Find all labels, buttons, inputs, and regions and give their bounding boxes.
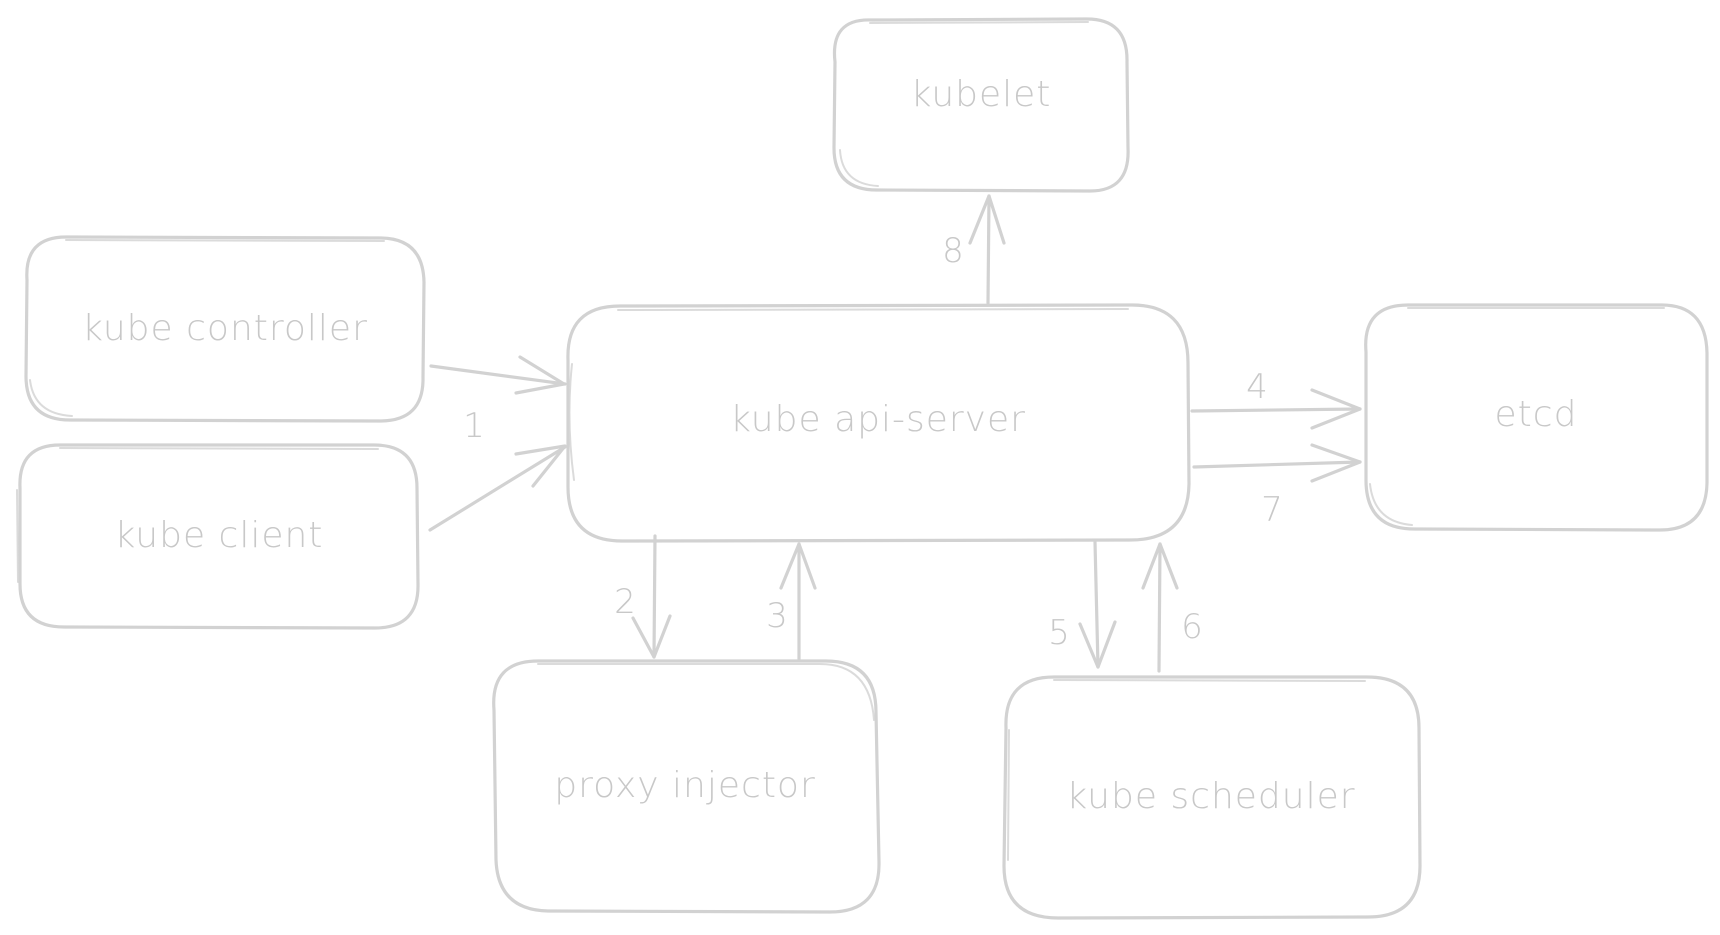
node-kubelet: kubelet bbox=[832, 17, 1130, 193]
node-kube-controller: kube controller bbox=[24, 235, 426, 423]
node-kube-scheduler: kube scheduler bbox=[1002, 675, 1422, 920]
node-etcd: etcd bbox=[1364, 303, 1709, 532]
edge-8-api-to-kubelet bbox=[968, 194, 1006, 305]
kube-client-label: kube client bbox=[115, 515, 324, 556]
edge-label-4: 4 bbox=[1246, 367, 1268, 407]
edge-3-proxy-to-api bbox=[779, 542, 817, 661]
kube-scheduler-label: kube scheduler bbox=[1066, 776, 1355, 817]
edge-label-8: 8 bbox=[942, 231, 964, 271]
edge-5-api-to-scheduler bbox=[1078, 540, 1117, 669]
etcd-label: etcd bbox=[1495, 394, 1578, 435]
kube-api-server-label: kube api-server bbox=[730, 399, 1026, 440]
kubelet-label: kubelet bbox=[911, 74, 1052, 115]
edge-label-5: 5 bbox=[1048, 613, 1070, 653]
proxy-injector-label: proxy injector bbox=[554, 765, 816, 806]
edge-1-from-client bbox=[428, 444, 567, 532]
edge-4-api-to-etcd bbox=[1190, 388, 1362, 430]
edge-label-2: 2 bbox=[614, 582, 636, 622]
edge-2-api-to-proxy bbox=[631, 534, 672, 659]
node-kube-client: kube client bbox=[16, 443, 420, 630]
edge-label-1: 1 bbox=[463, 406, 485, 446]
edge-1-from-controller bbox=[429, 355, 567, 395]
node-proxy-injector: proxy injector bbox=[492, 659, 881, 914]
edge-label-3: 3 bbox=[766, 596, 788, 636]
edge-6-scheduler-to-api bbox=[1141, 542, 1179, 673]
node-kube-api-server: kube api-server bbox=[566, 303, 1191, 543]
edge-label-6: 6 bbox=[1181, 607, 1203, 647]
edge-7-api-to-etcd bbox=[1192, 443, 1362, 483]
edge-label-7: 7 bbox=[1261, 490, 1283, 530]
kube-controller-label: kube controller bbox=[82, 308, 368, 349]
